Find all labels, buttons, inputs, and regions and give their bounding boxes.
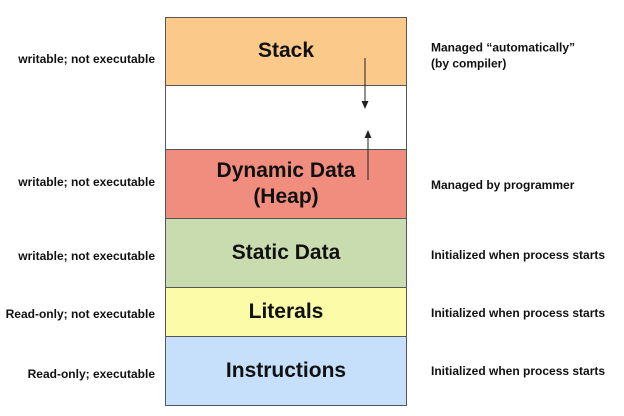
segment-literals: Literals	[165, 287, 407, 337]
segment-static-data: Static Data	[165, 218, 407, 288]
permission-label-instructions: Read-only; executable	[27, 367, 155, 381]
permission-label-dynamic-data: writable; not executable	[18, 175, 155, 189]
segment-dynamic-data: Dynamic Data (Heap)	[165, 149, 407, 219]
segment-label-instructions: Instructions	[225, 358, 347, 382]
segment-label-dynamic-data: Dynamic Data (Heap)	[216, 158, 356, 208]
segment-stack: Stack	[165, 17, 407, 86]
segment-label-literals: Literals	[248, 299, 324, 323]
management-label-literals: Initialized when process starts	[431, 306, 606, 321]
management-label-stack-line-2: (by compiler)	[431, 56, 507, 70]
permission-label-literals: Read-only; not executable	[5, 307, 155, 321]
management-label-stack-line-1: Managed “automatically”	[431, 40, 576, 55]
permission-label-static-data: writable; not executable	[18, 249, 155, 263]
management-label-stack: Managed “automatically” (by compiler)	[431, 40, 575, 71]
segment-label-stack: Stack	[257, 39, 315, 63]
segment-instructions: Instructions	[165, 336, 407, 406]
permission-label-stack: writable; not executable	[18, 52, 155, 66]
management-label-dynamic-data: Managed by programmer	[431, 178, 575, 193]
management-label-static-data: Initialized when process starts	[431, 248, 606, 263]
segment-free-space	[165, 85, 407, 150]
segment-label-static-data: Static Data	[231, 240, 341, 264]
management-label-instructions: Initialized when process starts	[431, 364, 606, 379]
